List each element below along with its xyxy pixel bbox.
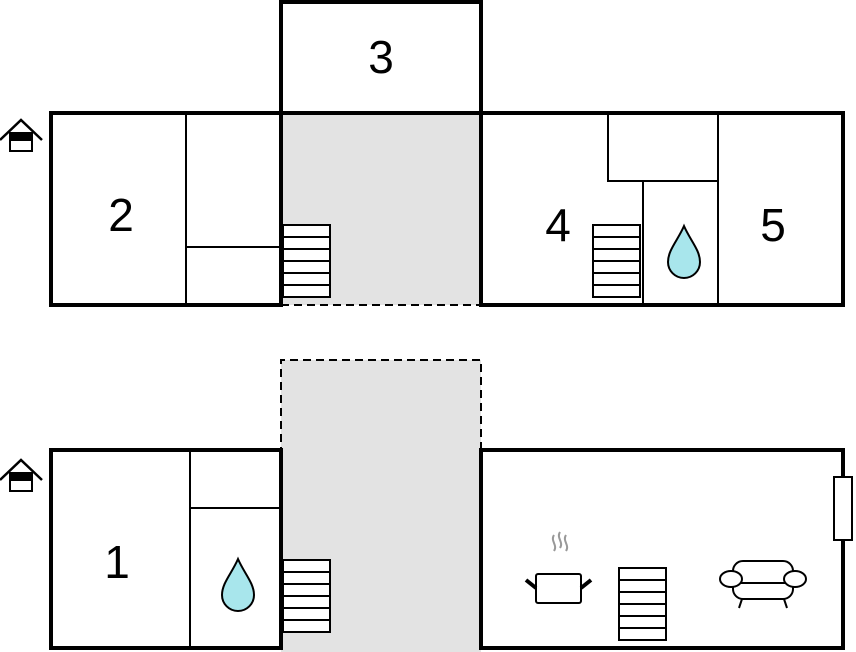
cooking-pot-icon (524, 531, 593, 604)
room-label-5: 5 (760, 199, 786, 251)
stairs-icon (592, 224, 641, 298)
room-label-4: 4 (545, 199, 571, 251)
room-3 (279, 0, 483, 115)
house-entrance-icon (0, 118, 44, 153)
room-1-block (49, 448, 283, 650)
room-label-1: 1 (104, 536, 130, 588)
lower-floor: 1 (0, 359, 853, 652)
window-icon (833, 476, 853, 541)
stairs-icon (618, 567, 667, 641)
house-entrance-icon (0, 458, 44, 493)
room-4-5-block (479, 111, 845, 307)
stairs-icon (282, 559, 331, 633)
sofa-icon (719, 560, 807, 609)
water-drop-icon (221, 558, 255, 612)
water-drop-icon (667, 225, 701, 279)
room-label-2: 2 (108, 189, 134, 241)
living-kitchen-block (479, 448, 845, 650)
room-label-3: 3 (368, 31, 394, 83)
stairs-icon (282, 224, 331, 298)
room-2-block (49, 111, 283, 307)
upper-floor: 3 2 4 5 (0, 0, 845, 307)
